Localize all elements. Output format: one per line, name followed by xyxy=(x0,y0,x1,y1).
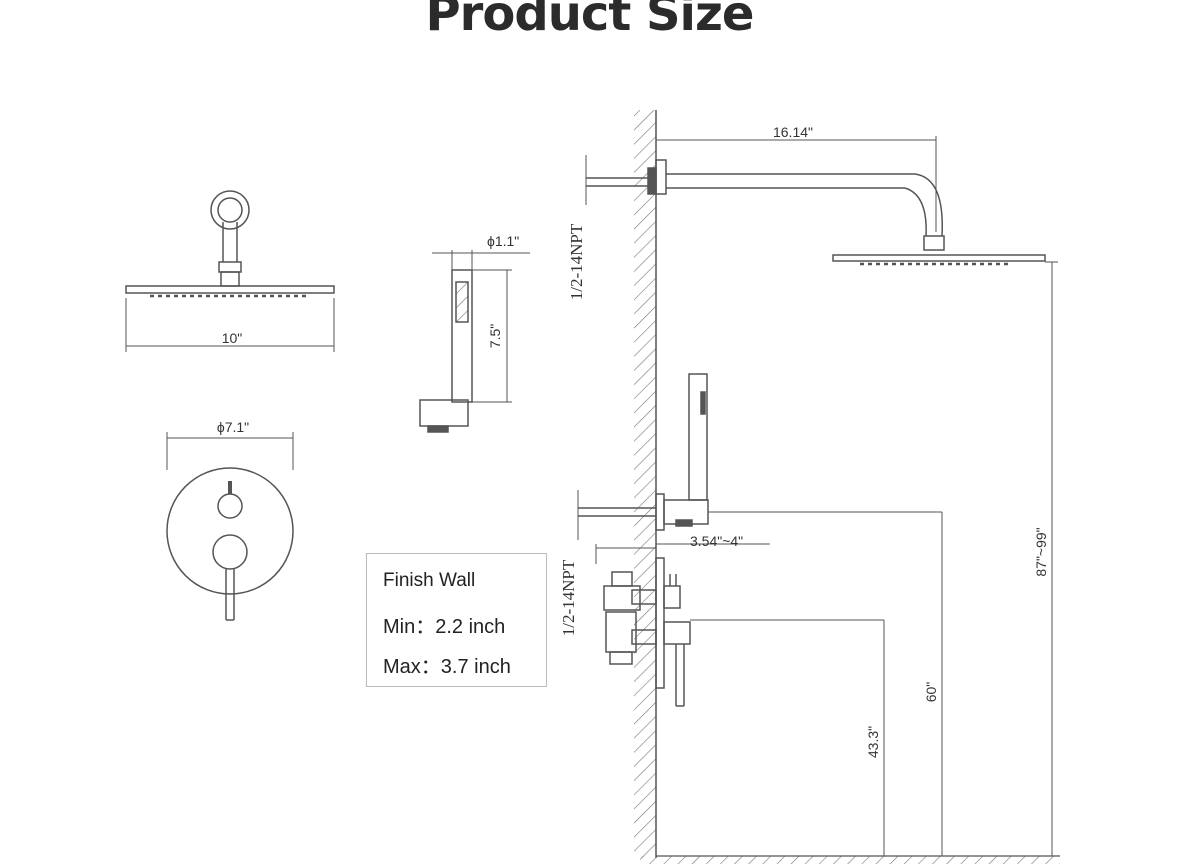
hand-shower-length-label: 7.5" xyxy=(487,324,503,348)
finish-wall-heading: Finish Wall xyxy=(383,570,476,591)
hand-outlet-height-label: 60" xyxy=(923,682,939,703)
hand-shower-view xyxy=(419,250,530,433)
head-height-label: 87"~99" xyxy=(1033,527,1049,576)
wall-section xyxy=(634,110,1060,864)
height-dimension-lines xyxy=(883,261,1058,856)
page-title: Product Size xyxy=(425,0,755,42)
shower-head-width-label: 10" xyxy=(222,330,243,346)
thread-top-label: 1/2-14NPT xyxy=(567,223,586,300)
trim-plate-view xyxy=(166,432,294,621)
finish-wall-min: Min：2.2 inch xyxy=(383,616,506,638)
shower-arm-side-view xyxy=(585,136,1046,266)
trim-plate-diameter-label: ϕ7.1" xyxy=(217,419,249,435)
hand-shower-outlet-side-view xyxy=(577,373,942,540)
shower-head-front-view xyxy=(125,190,335,352)
valve-depth-label: 3.54"~4" xyxy=(690,533,743,549)
finish-wall-box: Finish Wall Min：2.2 inch Max：3.7 inch xyxy=(366,553,547,687)
finish-wall-max: Max：3.7 inch xyxy=(383,656,511,678)
shower-arm-length-label: 16.14" xyxy=(773,124,813,140)
valve-height-label: 43.3" xyxy=(865,726,881,758)
valve-side-view xyxy=(595,543,884,707)
hand-shower-diameter-label: ϕ1.1" xyxy=(487,233,519,249)
thread-bottom-label: 1/2-14NPT xyxy=(559,559,578,636)
